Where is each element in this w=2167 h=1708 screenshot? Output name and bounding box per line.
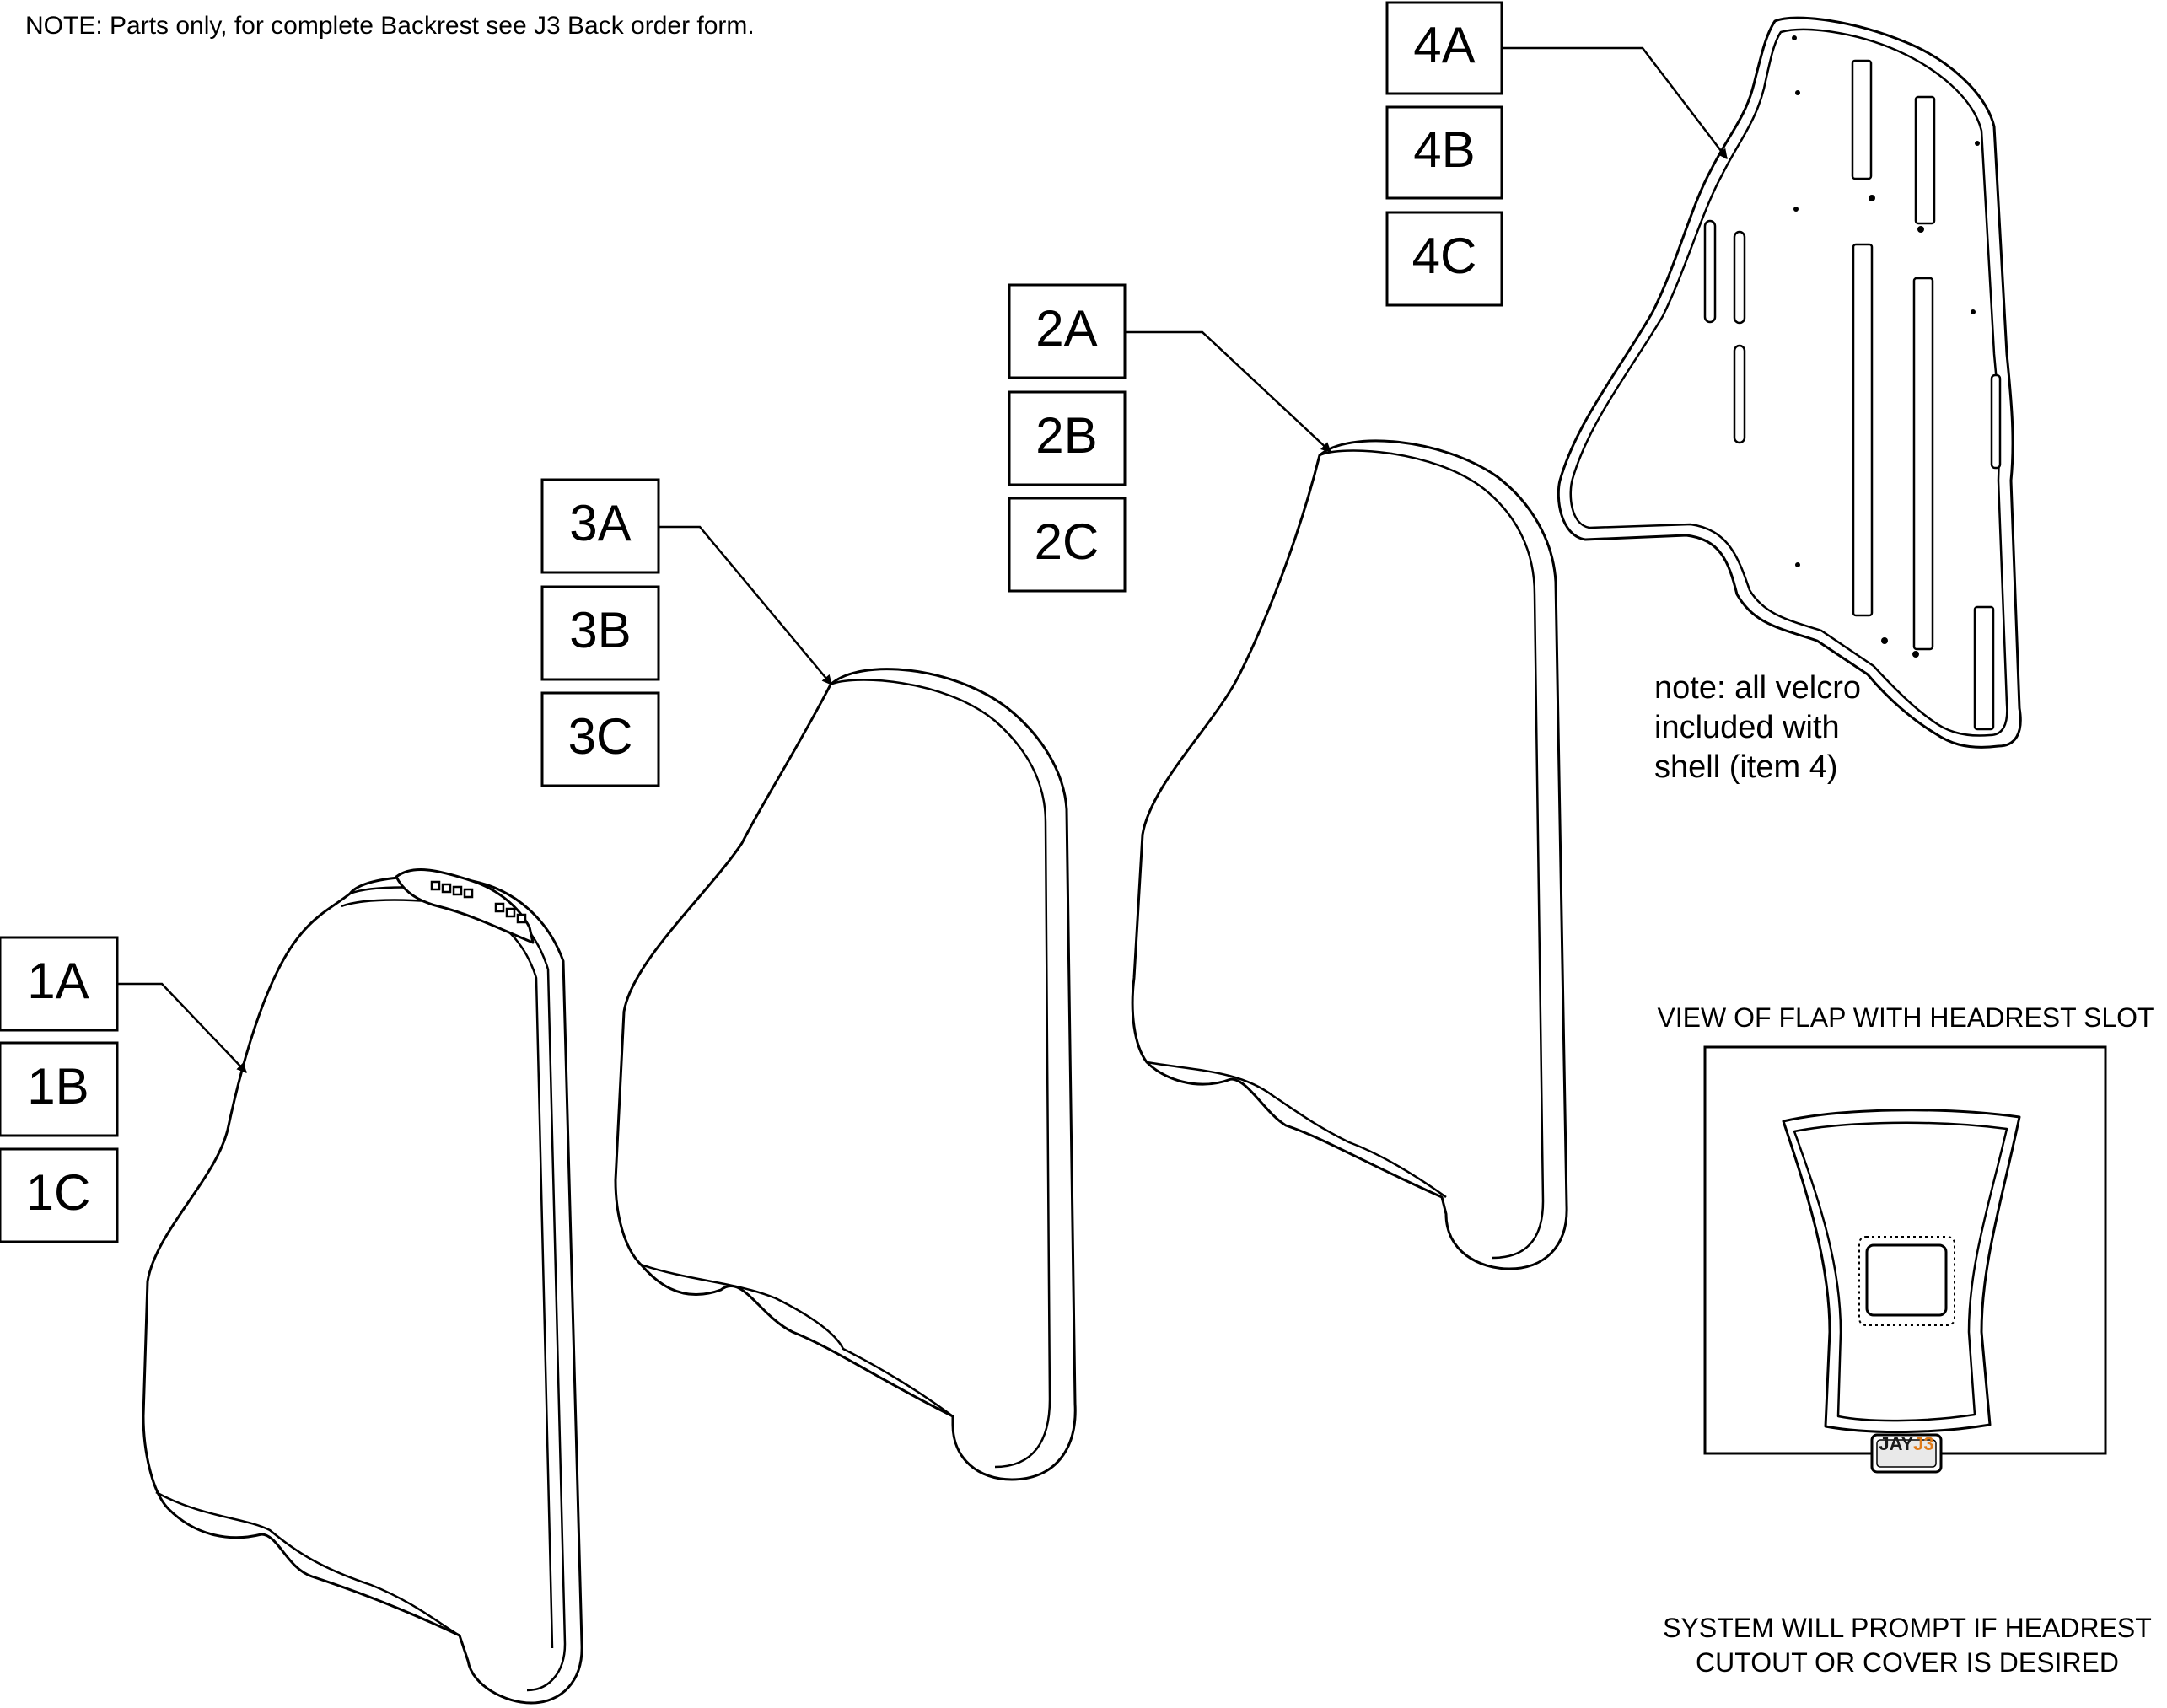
headrest-slot-dotted [1858, 1236, 1955, 1326]
callout-1a[interactable]: 1A [0, 936, 119, 1032]
svg-text:2A: 2A [1035, 300, 1097, 357]
leader-1 [117, 982, 247, 1073]
svg-text:2B: 2B [1035, 407, 1097, 464]
flap-snap-holes [430, 880, 527, 924]
svg-text:4B: 4B [1413, 121, 1475, 178]
svg-text:4A: 4A [1413, 17, 1475, 73]
svg-text:3A: 3A [569, 495, 631, 551]
svg-text:1B: 1B [27, 1058, 89, 1114]
callout-3c[interactable]: 3C [540, 691, 660, 787]
callout-group-2: 2A 2B 2C [1008, 283, 1331, 593]
svg-text:included with: included with [1654, 710, 1840, 745]
cushion-item-1 [142, 868, 583, 1705]
callout-3a[interactable]: 3A [540, 478, 660, 574]
callout-4b[interactable]: 4B [1385, 105, 1503, 200]
flap-view-title: VIEW OF FLAP WITH HEADREST SLOT [1657, 1002, 2154, 1033]
leader-3 [659, 525, 832, 685]
velcro-note: note: all velcro included with shell (it… [1654, 670, 1861, 785]
callout-2c[interactable]: 2C [1008, 497, 1127, 593]
headrest-slot [1865, 1243, 1948, 1317]
cushion-item-2 [1131, 439, 1568, 1270]
callout-4a[interactable]: 4A [1385, 1, 1503, 95]
shell-item-4 [1557, 16, 2022, 749]
svg-text:note: all velcro: note: all velcro [1654, 670, 1861, 706]
callout-group-1: 1A 1B 1C [0, 936, 247, 1243]
svg-text:2C: 2C [1035, 513, 1100, 570]
callout-4c[interactable]: 4C [1385, 211, 1503, 307]
svg-text:shell (item 4): shell (item 4) [1654, 749, 1838, 785]
leader-2 [1125, 330, 1331, 453]
cushion-item-3 [614, 668, 1077, 1481]
callout-group-3: 3A 3B 3C [540, 478, 832, 787]
callout-group-4: 4A 4B 4C [1385, 1, 1728, 307]
flap-caption-line-1: SYSTEM WILL PROMPT IF HEADREST [1663, 1613, 2152, 1643]
callout-3b[interactable]: 3B [540, 585, 660, 681]
callout-2b[interactable]: 2B [1008, 390, 1127, 486]
callout-2a[interactable]: 2A [1008, 283, 1127, 379]
header-note: NOTE: Parts only, for complete Backrest … [25, 12, 755, 40]
svg-text:1C: 1C [26, 1164, 91, 1221]
svg-text:3B: 3B [569, 602, 631, 658]
flap-view: VIEW OF FLAP WITH HEADREST SLOT JAYJ3 SY… [1657, 1002, 2154, 1678]
svg-text:JAYJ3: JAYJ3 [1879, 1433, 1933, 1454]
jay-j3-logo: JAYJ3 [1870, 1433, 1943, 1474]
leader-4 [1502, 46, 1728, 159]
callout-1b[interactable]: 1B [0, 1041, 119, 1137]
svg-text:3C: 3C [568, 708, 633, 765]
flap-caption-line-2: CUTOUT OR COVER IS DESIRED [1696, 1647, 2119, 1678]
svg-text:4C: 4C [1412, 228, 1477, 284]
callout-1c[interactable]: 1C [0, 1147, 119, 1243]
svg-text:1A: 1A [27, 953, 89, 1009]
